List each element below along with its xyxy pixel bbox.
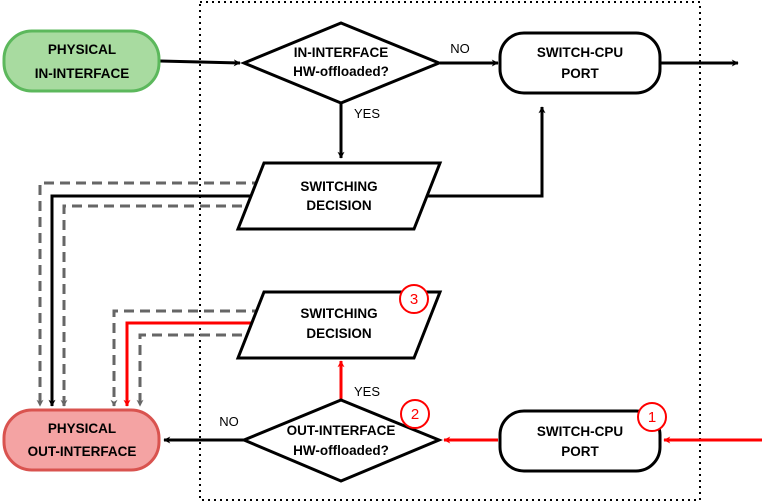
switching-decision-bottom-node: SWITCHING DECISION [235,290,443,360]
physical-in-line2: IN-INTERFACE [35,66,130,81]
decision-bottom-line1: SWITCHING [300,306,377,321]
physical-in-line1: PHYSICAL [48,42,116,57]
edge-label-in-no: NO [450,41,470,56]
out-interface-offload-decision: OUT-INTERFACE HW-offloaded? [240,398,443,483]
out-decision-line2: HW-offloaded? [293,443,389,458]
edge-red-decision-to-out [123,321,262,407]
edge-in-to-decision [159,59,241,67]
in-decision-line2: HW-offloaded? [293,64,389,79]
physical-out-line2: OUT-INTERFACE [28,444,137,459]
switch-boundary-box [199,1,701,501]
edge-label-out-yes: YES [354,384,380,399]
edge-dashed-top-inner [60,204,258,407]
edge-dashed-bottom-outer [110,309,262,407]
in-decision-line1: IN-INTERFACE [294,45,389,60]
cpu-bottom-line1: SWITCH-CPU [537,424,623,439]
edge-dashed-top-outer [36,181,262,407]
step-badge-1-label: 1 [648,409,656,426]
physical-out-line1: PHYSICAL [48,421,116,436]
edge-decision-to-cpu [410,106,546,198]
in-interface-offload-decision: IN-INTERFACE HW-offloaded? [240,21,443,105]
cpu-top-line1: SWITCH-CPU [537,45,623,60]
cpu-bottom-line2: PORT [561,444,599,459]
step-badge-3: 3 [399,284,429,314]
switch-cpu-port-bottom-node: SWITCH-CPU PORT [498,409,662,473]
step-badge-3-label: 3 [410,291,418,308]
decision-top-line2: DECISION [306,198,371,213]
step-badge-2-label: 2 [411,406,419,423]
out-decision-line1: OUT-INTERFACE [287,423,396,438]
step-badge-2: 2 [400,399,430,429]
edge-label-in-yes: YES [354,106,380,121]
switching-decision-top-node: SWITCHING DECISION [235,161,443,231]
physical-out-interface-node: PHYSICAL OUT-INTERFACE [2,408,161,472]
edge-label-out-no: NO [219,414,239,429]
step-badge-1: 1 [637,402,667,432]
switch-cpu-port-top-node: SWITCH-CPU PORT [498,31,662,95]
decision-top-line1: SWITCHING [300,179,377,194]
decision-bottom-line2: DECISION [306,326,371,341]
cpu-top-line2: PORT [561,66,599,81]
edge-decision-to-out [48,194,262,407]
physical-in-interface-node: PHYSICAL IN-INTERFACE [2,29,161,93]
edge-dashed-bottom-inner [136,333,258,407]
